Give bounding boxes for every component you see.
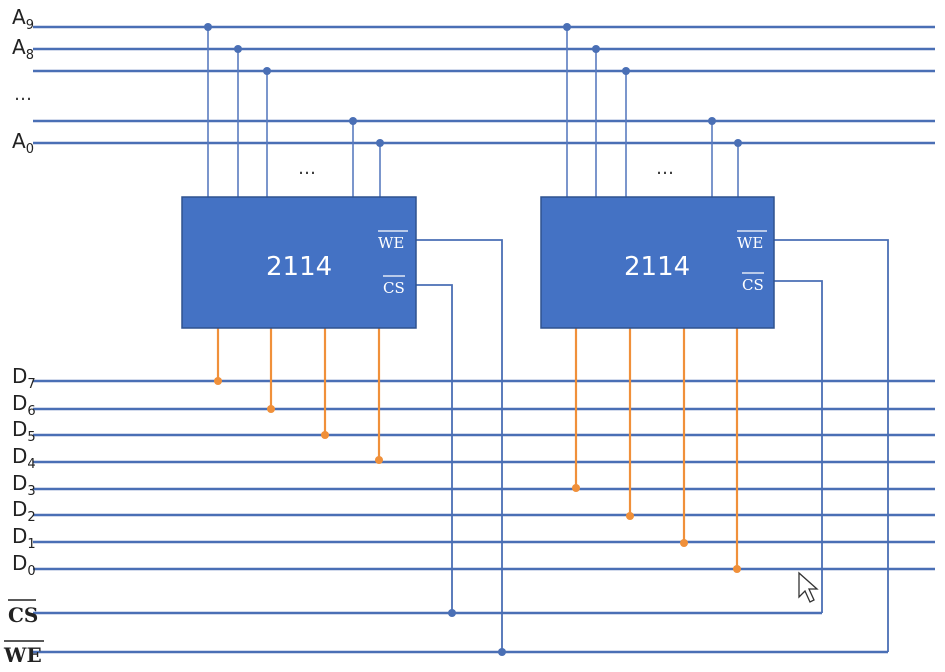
chip-name: 2114 (624, 252, 690, 282)
chip-we-pin: WE (378, 234, 404, 252)
chip1-control-wiring (416, 239, 506, 656)
we-bus-label: WE (3, 643, 42, 667)
data-label-d6: D6 (12, 391, 36, 419)
data-label-d0: D0 (12, 551, 36, 579)
chip-cs-pin: CS (742, 276, 764, 294)
data-label-d5: D5 (12, 417, 36, 445)
address-bus (33, 25, 935, 145)
address-label-a8: A8 (12, 35, 34, 63)
cs-bus-label: CS (8, 603, 38, 627)
chip-we-pin: WE (737, 234, 763, 252)
data-bus (33, 379, 935, 571)
data-labels: D7 D6 D5 D4 D3 D2 D1 D0 (12, 364, 36, 579)
chip1-address-links: … (204, 23, 384, 197)
chip-cs-pin: CS (383, 279, 405, 297)
chip2-address-links: … (563, 23, 742, 197)
control-labels: CS WE (3, 599, 44, 667)
mouse-pointer-icon (798, 571, 819, 603)
address-labels: A9 A8 … A0 (12, 5, 34, 157)
chip1-data-links (214, 328, 383, 464)
chip1-address-ellipsis: … (298, 158, 316, 179)
chip2-address-ellipsis: … (656, 158, 674, 179)
chip-2114-right: 2114 WE CS (540, 196, 775, 329)
data-label-d7: D7 (12, 364, 36, 392)
address-label-a9: A9 (12, 5, 34, 33)
chip-2114-left: 2114 WE CS (181, 196, 417, 329)
data-label-d4: D4 (12, 444, 36, 472)
chip2-data-links (572, 328, 741, 573)
data-label-d2: D2 (12, 497, 36, 525)
address-label-a0: A0 (12, 129, 34, 157)
data-label-d3: D3 (12, 471, 36, 499)
chip-name: 2114 (266, 252, 332, 282)
address-label-ellipsis: … (14, 84, 32, 105)
chip2-control-wiring (774, 239, 889, 652)
control-bus (33, 611, 888, 654)
data-label-d1: D1 (12, 524, 36, 552)
chip-body (181, 196, 417, 329)
chip-body (540, 196, 775, 329)
